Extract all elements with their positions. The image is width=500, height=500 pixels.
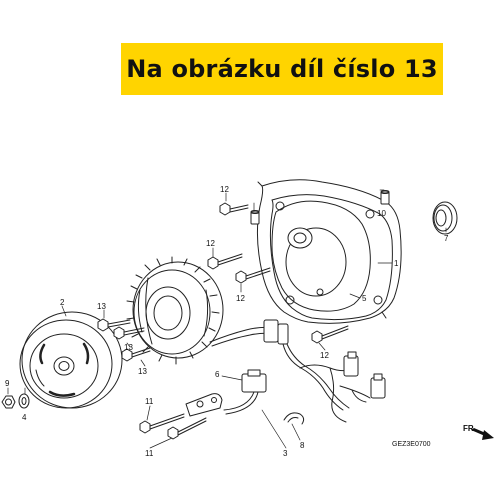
bolt-13c[interactable] [121, 347, 151, 362]
dowel-pin-10a[interactable] [250, 210, 260, 225]
callout-12a: 12 [220, 185, 229, 194]
callout-6: 4 [22, 413, 27, 422]
drawing-code: GEZ3E0700 [392, 441, 431, 448]
bolt-12a[interactable] [219, 202, 249, 216]
bolt-12b[interactable] [207, 253, 243, 270]
callout-3: 3 [283, 449, 288, 458]
arrow-right-icon [471, 428, 494, 440]
bolt-13b[interactable] [113, 326, 145, 340]
callout-13b: 13 [124, 343, 133, 352]
callout-11b: 11 [145, 449, 154, 458]
bolt-12d[interactable] [311, 325, 349, 344]
bolt-11a[interactable] [139, 413, 185, 434]
callout-7: 7 [444, 234, 449, 243]
callout-10: 10 [377, 209, 386, 218]
pulse-generator[interactable] [223, 369, 267, 415]
callout-12d: 12 [320, 351, 329, 360]
callout-2: 2 [60, 298, 65, 307]
stator-bracket[interactable] [185, 393, 223, 417]
callout-9: 9 [5, 379, 10, 388]
flywheel-rotor[interactable] [19, 311, 123, 409]
nut-9[interactable] [1, 395, 16, 409]
wire-harness[interactable] [209, 319, 386, 423]
bolt-11b[interactable] [167, 417, 207, 440]
wire-clip-8[interactable] [283, 412, 305, 425]
callout-11a: 11 [145, 397, 154, 406]
stator[interactable] [126, 256, 224, 365]
banner-text: Na obrázku díl číslo 13 [126, 55, 438, 83]
crankcase-cover[interactable] [256, 179, 402, 324]
callout-13a: 13 [97, 302, 106, 311]
bolt-13a[interactable] [97, 318, 131, 332]
dowel-pin-10b[interactable] [380, 190, 390, 205]
bolt-12c[interactable] [235, 267, 271, 284]
callout-4: 5 [362, 294, 367, 303]
callout-1: 1 [394, 259, 399, 268]
callout-8: 8 [300, 441, 305, 450]
washer-6[interactable] [18, 393, 30, 409]
callout-13c: 13 [138, 367, 147, 376]
part-number-banner: Na obrázku díl číslo 13 [121, 43, 443, 95]
callout-labels: 2 1 5 7 10 12 12 12 12 13 13 13 11 11 6 … [5, 185, 476, 458]
direction-label: FR. [463, 424, 476, 433]
callout-12c: 12 [236, 294, 245, 303]
oil-seal-7[interactable] [432, 201, 458, 235]
callout-12b: 12 [206, 239, 215, 248]
callout-5: 6 [215, 370, 220, 379]
